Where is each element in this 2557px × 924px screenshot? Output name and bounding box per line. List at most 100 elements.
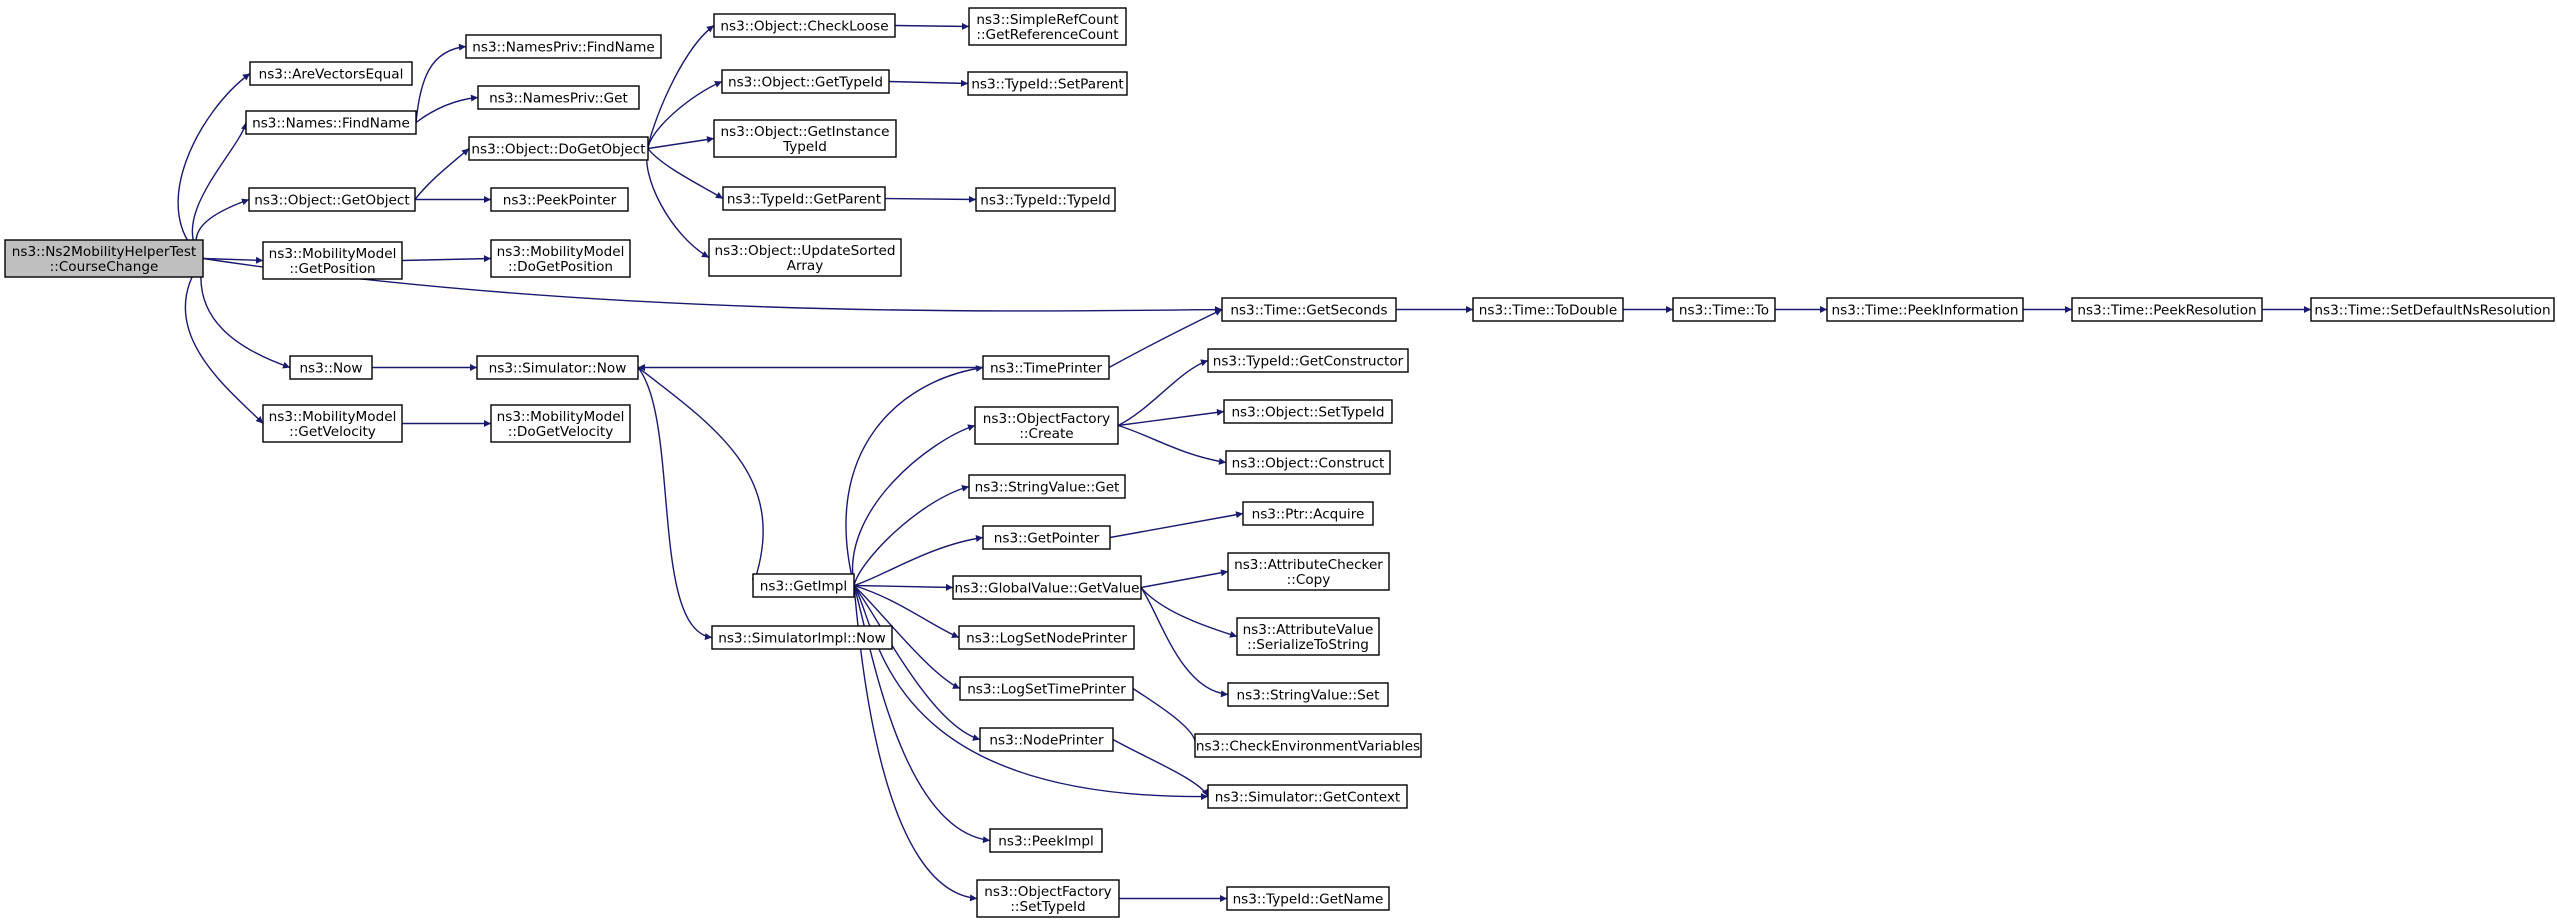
- node-object-get-type-id[interactable]: ns3::Object::GetTypeId: [721, 69, 890, 94]
- node-label: ns3::MobilityModel: [269, 409, 397, 425]
- node-time-to[interactable]: ns3::Time::To: [1672, 297, 1776, 322]
- node-type-id-set-parent[interactable]: ns3::TypeId::SetParent: [967, 71, 1128, 96]
- node-time-peek-information[interactable]: ns3::Time::PeekInformation: [1826, 297, 2024, 322]
- node-label: ns3::TimePrinter: [990, 361, 1102, 377]
- node-label: ns3::Time::To: [1679, 303, 1769, 319]
- node-label: ns3::Simulator::GetContext: [1215, 790, 1401, 806]
- node-label: ::Copy: [1287, 572, 1331, 588]
- node-log-set-node-printer[interactable]: ns3::LogSetNodePrinter: [958, 625, 1135, 650]
- node-label: ns3::Object::SetTypeId: [1231, 405, 1384, 421]
- node-box: [1223, 399, 1393, 424]
- node-object-construct[interactable]: ns3::Object::Construct: [1225, 450, 1391, 475]
- node-box: [1227, 552, 1390, 591]
- node-peek-pointer[interactable]: ns3::PeekPointer: [490, 187, 629, 212]
- node-simple-ref-count[interactable]: ns3::SimpleRefCount::GetReferenceCount: [968, 7, 1127, 46]
- node-get-pointer[interactable]: ns3::GetPointer: [982, 525, 1111, 550]
- node-course-change[interactable]: ns3::Ns2MobilityHelperTest::CourseChange: [4, 239, 204, 278]
- call-edge: [853, 585, 1209, 801]
- node-box: [711, 625, 893, 650]
- node-label: ns3::Ns2MobilityHelperTest: [12, 244, 197, 260]
- node-object-factory-set-type-id[interactable]: ns3::ObjectFactory::SetTypeId: [976, 879, 1120, 918]
- node-label: ns3::MobilityModel: [269, 246, 397, 262]
- node-mobility-do-get-velocity[interactable]: ns3::MobilityModel::DoGetVelocity: [490, 404, 631, 443]
- node-object-factory-create[interactable]: ns3::ObjectFactory::Create: [974, 406, 1119, 445]
- node-object-check-loose[interactable]: ns3::Object::CheckLoose: [713, 13, 896, 38]
- node-get-impl[interactable]: ns3::GetImpl: [752, 573, 855, 598]
- node-simulator-impl-now[interactable]: ns3::SimulatorImpl::Now: [711, 625, 893, 650]
- node-label: ns3::MobilityModel: [497, 244, 625, 260]
- node-box: [2310, 297, 2555, 322]
- node-log-set-time-printer[interactable]: ns3::LogSetTimePrinter: [959, 676, 1134, 701]
- node-object-do-get-object[interactable]: ns3::Object::DoGetObject: [468, 136, 649, 161]
- node-global-value-get-value[interactable]: ns3::GlobalValue::GetValue: [952, 575, 1142, 600]
- node-simulator-now[interactable]: ns3::Simulator::Now: [476, 355, 639, 380]
- node-type-id-get-parent[interactable]: ns3::TypeId::GetParent: [722, 186, 886, 211]
- node-box: [1227, 682, 1389, 707]
- node-object-get-object[interactable]: ns3::Object::GetObject: [248, 187, 416, 212]
- call-edge: [1140, 587, 1229, 698]
- node-attribute-value-serialize[interactable]: ns3::AttributeValue::SerializeToString: [1236, 617, 1380, 656]
- node-attribute-checker-copy[interactable]: ns3::AttributeChecker::Copy: [1227, 552, 1390, 591]
- edge-layer: [177, 22, 2311, 902]
- node-label: ns3::GetPointer: [994, 531, 1100, 547]
- node-mobility-get-position[interactable]: ns3::MobilityModel::GetPosition: [262, 241, 403, 280]
- node-type-id-get-constructor[interactable]: ns3::TypeId::GetConstructor: [1207, 348, 1409, 373]
- node-label: ns3::SimpleRefCount: [976, 12, 1118, 28]
- node-label: ns3::Time::SetDefaultNsResolution: [2314, 303, 2550, 319]
- call-edge: [1140, 569, 1229, 589]
- node-time-to-double[interactable]: ns3::Time::ToDouble: [1472, 297, 1624, 322]
- call-edge: [647, 136, 715, 150]
- call-edge: [851, 424, 976, 586]
- node-label: ns3::Simulator::Now: [489, 361, 627, 377]
- node-peek-impl[interactable]: ns3::PeekImpl: [989, 828, 1103, 853]
- node-string-value-get[interactable]: ns3::StringValue::Get: [968, 474, 1126, 499]
- node-names-priv-get[interactable]: ns3::NamesPriv::Get: [477, 85, 640, 110]
- node-simulator-get-context[interactable]: ns3::Simulator::GetContext: [1207, 784, 1408, 809]
- node-box: [713, 119, 897, 158]
- node-box: [245, 110, 417, 135]
- node-type-id-get-name[interactable]: ns3::TypeId::GetName: [1226, 886, 1390, 911]
- node-box: [289, 355, 373, 380]
- call-edge: [415, 43, 467, 123]
- call-edge: [884, 195, 977, 203]
- node-label: ns3::GetImpl: [760, 579, 847, 595]
- node-box: [752, 573, 855, 598]
- node-label: ns3::Object::GetTypeId: [728, 75, 883, 91]
- node-object-set-type-id[interactable]: ns3::Object::SetTypeId: [1223, 399, 1393, 424]
- node-ptr-acquire[interactable]: ns3::Ptr::Acquire: [1242, 501, 1374, 526]
- call-edge: [195, 198, 250, 259]
- node-string-value-set[interactable]: ns3::StringValue::Set: [1227, 682, 1389, 707]
- node-now[interactable]: ns3::Now: [289, 355, 373, 380]
- node-box: [708, 238, 902, 277]
- node-label: ns3::ObjectFactory: [984, 884, 1111, 900]
- node-names-priv-find-name[interactable]: ns3::NamesPriv::FindName: [465, 34, 662, 59]
- node-time-printer[interactable]: ns3::TimePrinter: [982, 355, 1110, 380]
- node-names-find-name[interactable]: ns3::Names::FindName: [245, 110, 417, 135]
- node-node-printer[interactable]: ns3::NodePrinter: [979, 727, 1114, 752]
- node-time-peek-resolution[interactable]: ns3::Time::PeekResolution: [2071, 297, 2263, 322]
- node-box: [958, 625, 1135, 650]
- node-label: ns3::Object::GetInstance: [721, 124, 890, 140]
- node-time-set-default-ns-resolution[interactable]: ns3::Time::SetDefaultNsResolution: [2310, 297, 2555, 322]
- node-mobility-get-velocity[interactable]: ns3::MobilityModel::GetVelocity: [262, 404, 403, 443]
- node-box: [1826, 297, 2024, 322]
- node-mobility-do-get-position[interactable]: ns3::MobilityModel::DoGetPosition: [490, 239, 631, 278]
- node-time-get-seconds[interactable]: ns3::Time::GetSeconds: [1221, 297, 1397, 322]
- node-box: [968, 474, 1126, 499]
- node-box: [982, 525, 1111, 550]
- node-label: ns3::PeekPointer: [503, 193, 617, 209]
- node-type-id-type-id[interactable]: ns3::TypeId::TypeId: [975, 187, 1116, 212]
- node-label: ::CourseChange: [50, 259, 159, 275]
- node-box: [1207, 784, 1408, 809]
- node-label: ns3::PeekImpl: [998, 834, 1093, 850]
- node-label: TypeId: [782, 139, 827, 155]
- call-edge: [853, 484, 970, 586]
- node-box: [1225, 450, 1391, 475]
- node-box: [1242, 501, 1374, 526]
- node-check-environment-variables[interactable]: ns3::CheckEnvironmentVariables: [1194, 733, 1422, 758]
- node-box: [959, 676, 1134, 701]
- node-are-vectors-equal[interactable]: ns3::AreVectorsEqual: [249, 61, 413, 86]
- call-edge: [853, 585, 978, 902]
